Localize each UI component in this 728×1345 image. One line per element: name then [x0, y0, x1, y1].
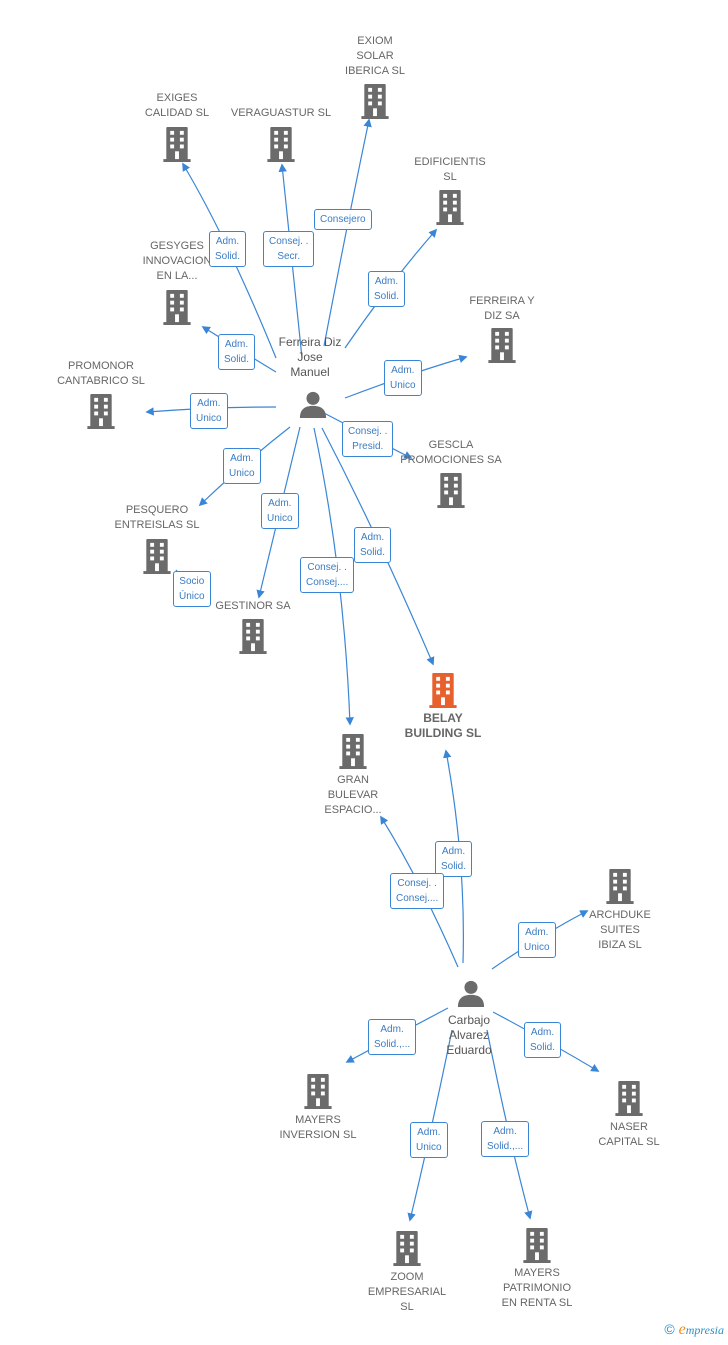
brand-initial: e — [678, 1321, 686, 1338]
company-label-c10[interactable]: GESTINOR SA — [215, 600, 291, 612]
relation-label-r18[interactable]: Adm. Solid. — [524, 1022, 562, 1058]
person-label-p2[interactable]: Carbajo Alvarez Eduardo — [446, 1013, 492, 1057]
brand-name: mpresia — [685, 1323, 724, 1337]
relation-label-r5[interactable]: Adm. Solid. — [218, 334, 256, 370]
company-label-c3[interactable]: VERAGUASTUR SL — [230, 107, 332, 119]
relation-label-r10[interactable]: Adm. Unico — [261, 493, 299, 529]
building-icon[interactable] — [267, 127, 295, 162]
building-icon[interactable] — [606, 869, 634, 904]
building-icon[interactable] — [393, 1231, 421, 1266]
building-icon[interactable] — [143, 539, 171, 574]
person-label-p1[interactable]: Ferreira Diz Jose Manuel — [278, 335, 342, 379]
company-label-c6[interactable]: FERREIRA Y DIZ SA — [469, 295, 535, 322]
company-label-c1[interactable]: EXIOM SOLAR IBERICA SL — [345, 35, 405, 77]
building-icon[interactable] — [615, 1081, 643, 1116]
relation-label-r15[interactable]: Consej. . Consej.... — [390, 873, 445, 909]
company-label-c13[interactable]: ARCHDUKE SUITES IBIZA SL — [589, 909, 651, 951]
relation-label-r4[interactable]: Adm. Solid. — [368, 271, 406, 307]
relation-label-r2[interactable]: Consej. . Secr. — [263, 231, 315, 267]
copyright-icon: © — [664, 1321, 675, 1337]
building-icon[interactable] — [429, 673, 457, 708]
company-label-c9[interactable]: PESQUERO ENTREISLAS SL — [114, 504, 200, 531]
relation-label-r8[interactable]: Consej. . Presid. — [342, 421, 394, 457]
company-label-c2[interactable]: EXIGES CALIDAD SL — [144, 92, 210, 119]
company-label-c11[interactable]: BELAY BUILDING SL — [404, 711, 482, 740]
relation-label-r12[interactable]: Consej. . Consej.... — [300, 557, 355, 593]
relation-label-r14[interactable]: Adm. Solid. — [435, 841, 473, 877]
relation-label-r20[interactable]: Adm. Solid.,... — [481, 1121, 530, 1157]
company-label-c8[interactable]: GESCLA PROMOCIONES SA — [400, 439, 502, 466]
building-icon[interactable] — [87, 394, 115, 429]
building-icon[interactable] — [163, 290, 191, 325]
relation-label-r16[interactable]: Adm. Unico — [518, 922, 556, 958]
person-icon[interactable] — [299, 391, 327, 418]
relation-label-r3[interactable]: Consejero — [314, 209, 372, 230]
relation-label-r9[interactable]: Adm. Unico — [223, 448, 261, 484]
building-icon[interactable] — [304, 1074, 332, 1109]
building-icon[interactable] — [339, 734, 367, 769]
building-icon[interactable] — [436, 190, 464, 225]
company-label-c12[interactable]: GRAN BULEVAR ESPACIO... — [324, 774, 382, 816]
building-icon[interactable] — [523, 1228, 551, 1263]
company-label-c16[interactable]: ZOOM EMPRESARIAL SL — [367, 1271, 447, 1313]
relation-label-r17[interactable]: Adm. Solid.,... — [368, 1019, 417, 1055]
building-icon[interactable] — [239, 619, 267, 654]
relation-label-r11[interactable]: Adm. Solid. — [354, 527, 392, 563]
building-icon[interactable] — [488, 328, 516, 363]
relation-label-r1[interactable]: Adm. Solid. — [209, 231, 247, 267]
building-icon[interactable] — [361, 84, 389, 119]
relation-label-r19[interactable]: Adm. Unico — [410, 1122, 448, 1158]
building-icon[interactable] — [163, 127, 191, 162]
company-label-c7[interactable]: PROMONOR CANTABRICO SL — [57, 360, 145, 387]
empresia-footer[interactable]: ©empresia — [664, 1321, 724, 1339]
relation-label-r6[interactable]: Adm. Unico — [384, 360, 422, 396]
building-icon[interactable] — [437, 473, 465, 508]
relation-label-r7[interactable]: Adm. Unico — [190, 393, 228, 429]
company-label-c4[interactable]: EDIFICIENTIS SL — [414, 156, 486, 183]
relation-edge-r3 — [323, 118, 372, 347]
person-icon[interactable] — [457, 980, 485, 1007]
relation-label-r13[interactable]: Socio Único — [173, 571, 211, 607]
company-label-c15[interactable]: NASER CAPITAL SL — [598, 1121, 660, 1148]
company-label-c17[interactable]: MAYERS PATRIMONIO EN RENTA SL — [501, 1267, 573, 1309]
company-label-c5[interactable]: GESYGES INNOVACION EN LA... — [142, 240, 212, 282]
company-label-c14[interactable]: MAYERS INVERSION SL — [279, 1114, 357, 1141]
